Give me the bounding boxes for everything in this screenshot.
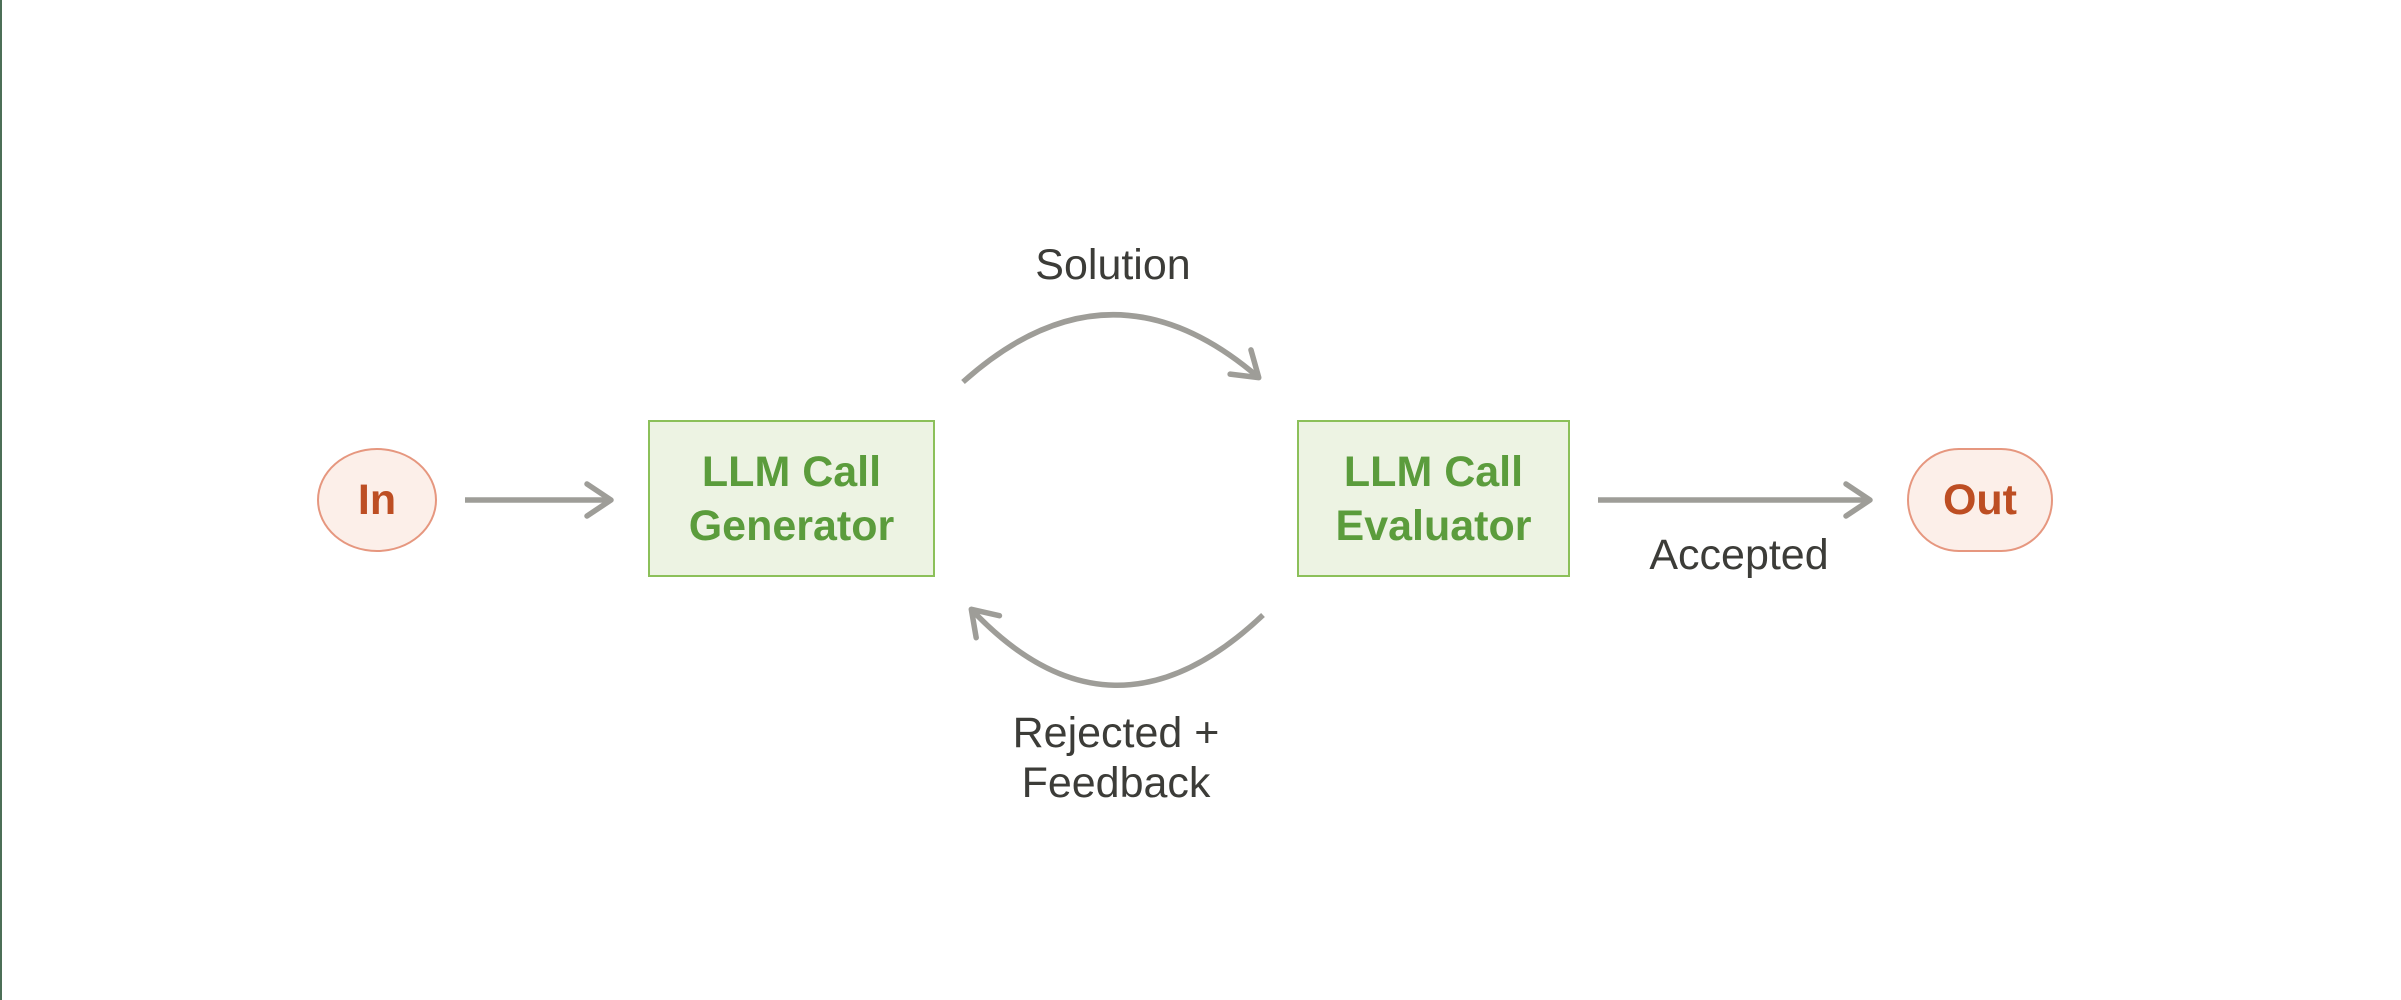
edge-label-rejected-feedback: Rejected + Feedback	[916, 708, 1316, 808]
edge-label-rejected-line1: Rejected +	[1012, 709, 1220, 757]
arc-solution-generator-to-evaluator	[961, 312, 1262, 385]
arc-rejected-evaluator-to-generator	[968, 606, 1265, 688]
node-evaluator-label-line1: LLM Call	[1343, 447, 1524, 496]
node-generator-label-line1: LLM Call	[701, 447, 882, 496]
node-in-label: In	[357, 476, 397, 524]
node-out: Out	[1907, 448, 2053, 552]
left-edge-divider	[0, 0, 2, 1000]
node-out-label: Out	[1942, 476, 2018, 524]
node-evaluator-label: LLM Call Evaluator	[1336, 445, 1532, 553]
edge-label-accepted: Accepted	[1649, 531, 1829, 579]
edge-label-solution: Solution	[1035, 241, 1191, 289]
node-in: In	[317, 448, 437, 552]
node-generator-label: LLM Call Generator	[689, 445, 895, 553]
node-generator-label-line2: Generator	[688, 501, 895, 550]
node-llm-call-generator: LLM Call Generator	[648, 420, 935, 577]
edge-label-rejected-line2: Feedback	[1021, 759, 1211, 807]
node-llm-call-evaluator: LLM Call Evaluator	[1297, 420, 1570, 577]
node-evaluator-label-line2: Evaluator	[1335, 501, 1532, 550]
